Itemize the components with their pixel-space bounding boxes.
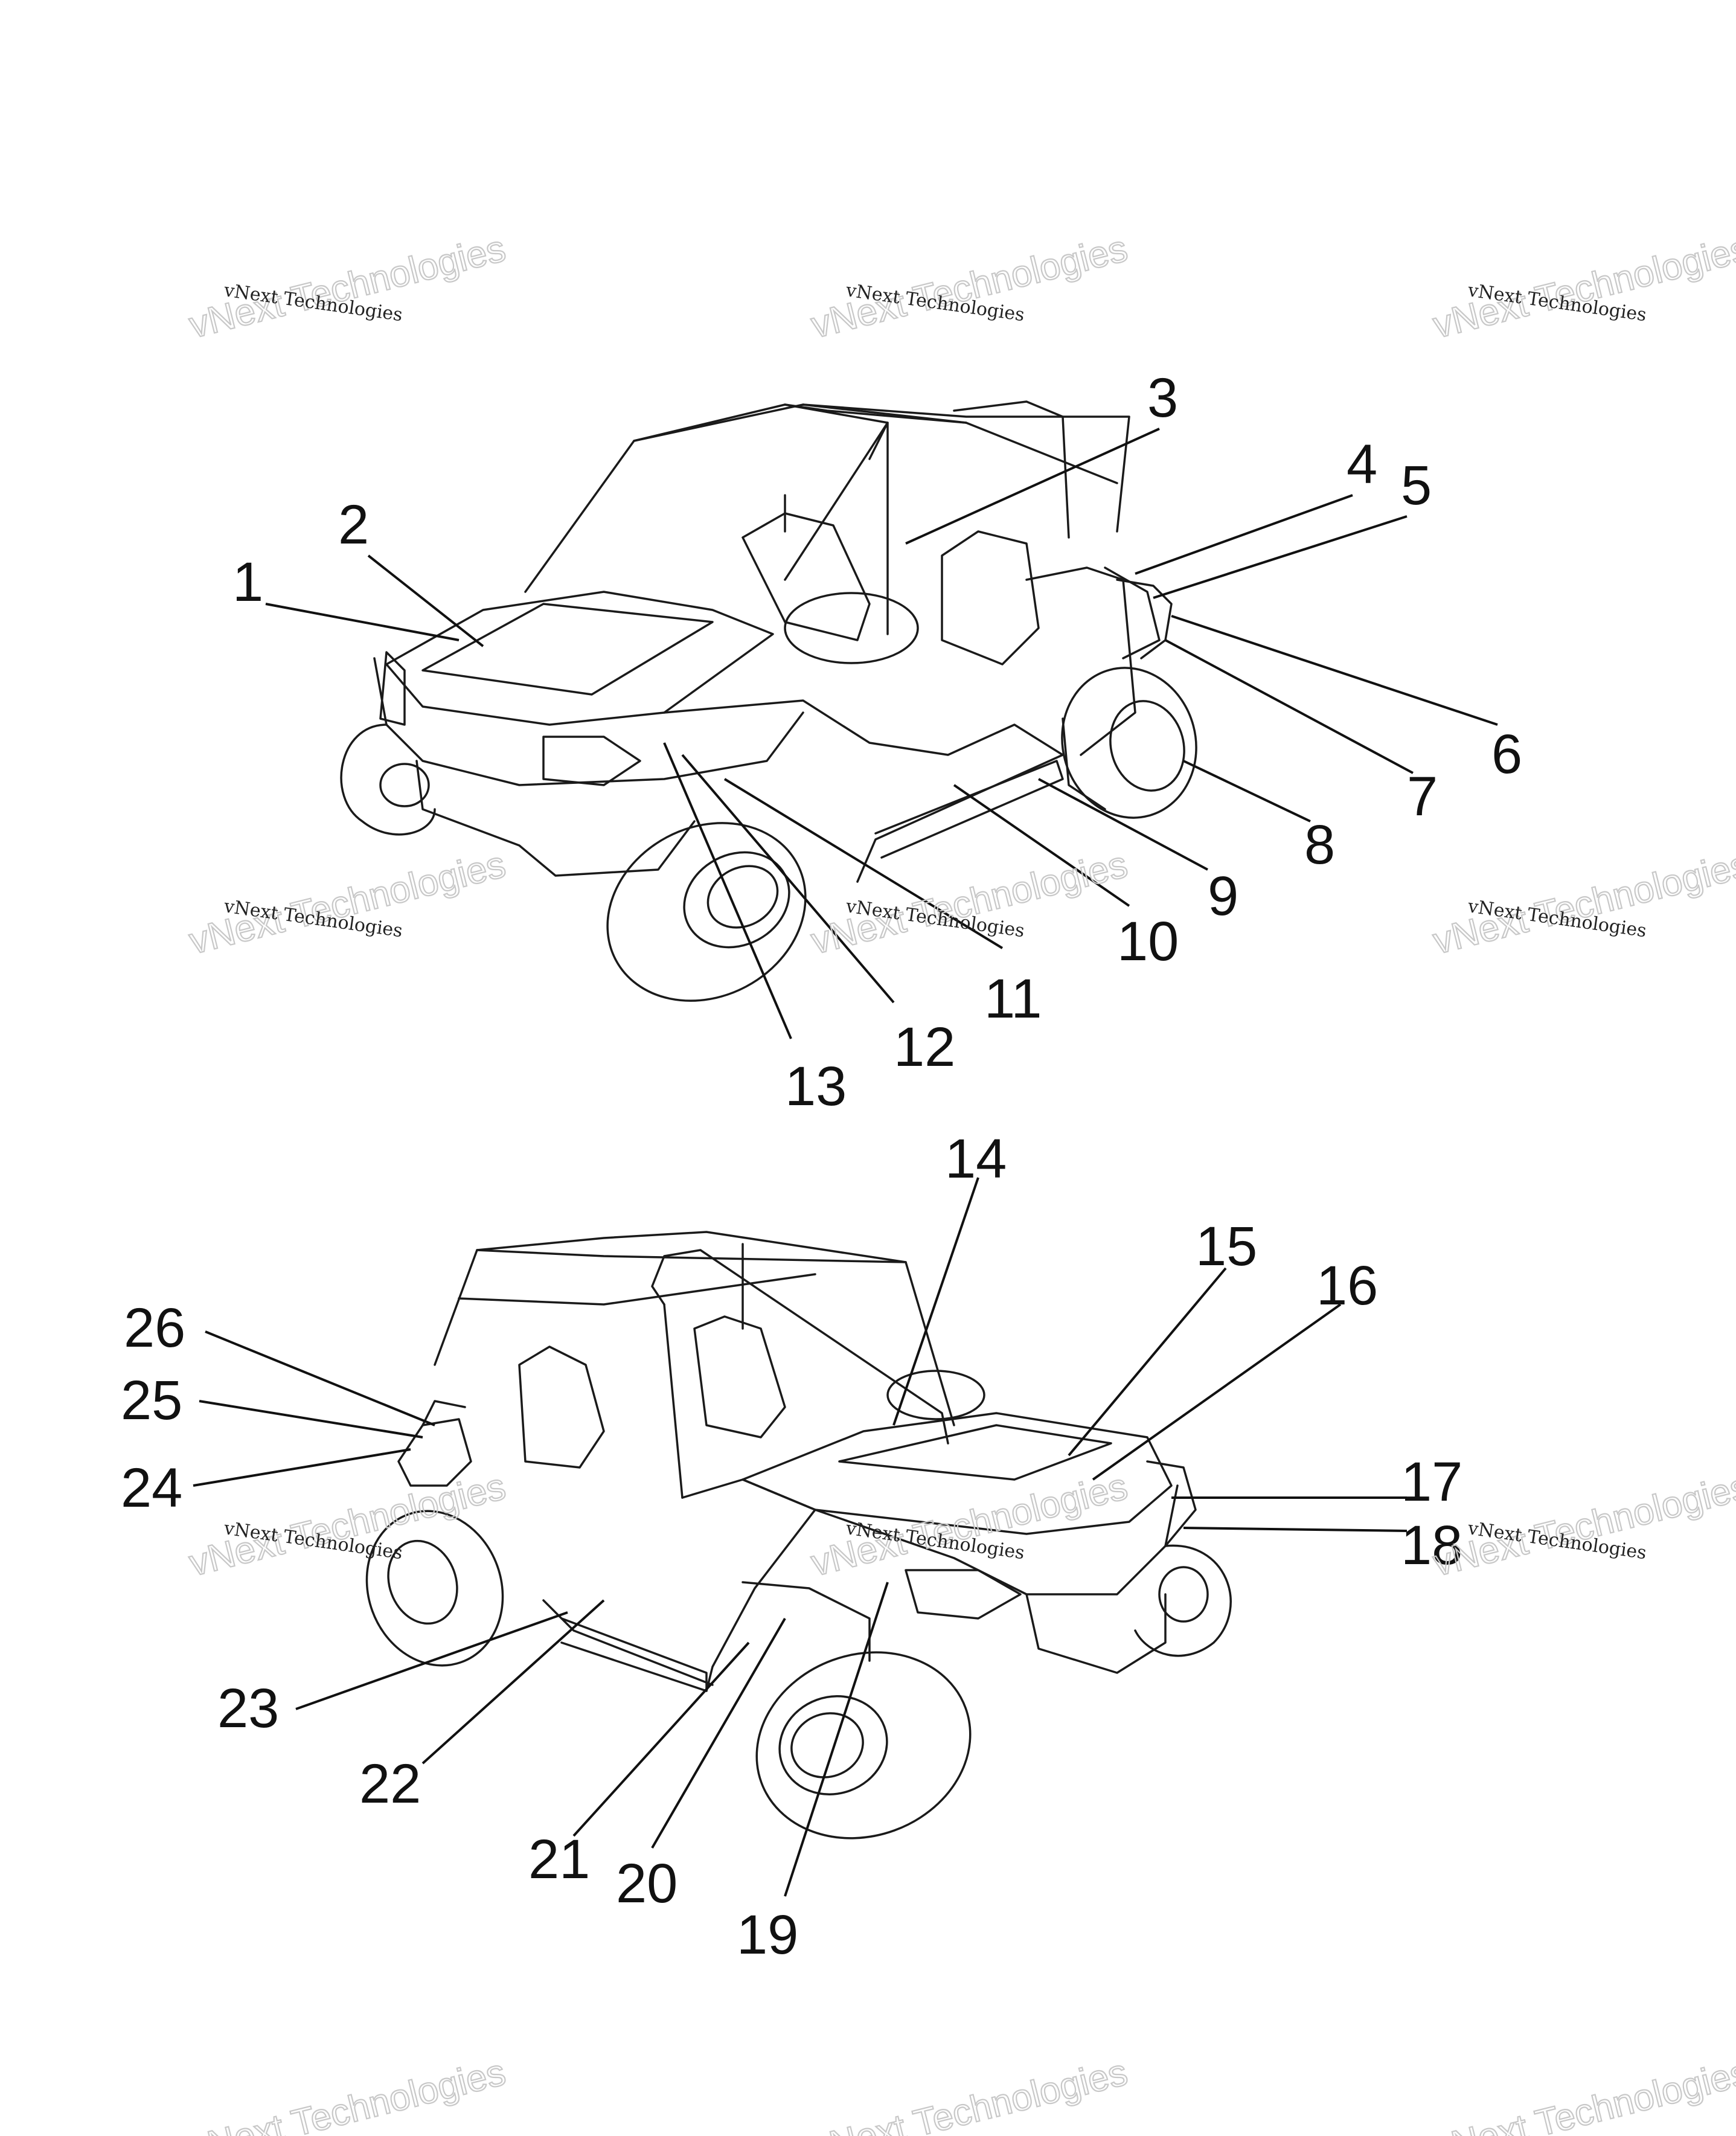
callout-18: 18	[1401, 1515, 1462, 1576]
callout-19: 19	[737, 1904, 798, 1966]
callout-15: 15	[1196, 1216, 1257, 1277]
callout-26: 26	[124, 1297, 185, 1359]
callout-23: 23	[217, 1678, 279, 1739]
callout-10: 10	[1117, 911, 1179, 972]
watermark: vNext Technologies vNext Technologies	[807, 843, 1132, 963]
callout-2: 2	[338, 494, 369, 556]
watermark: vNext Technologies	[1429, 2051, 1736, 2136]
watermark: vNext Technologies vNext Technologies	[1429, 227, 1736, 347]
callout-16: 16	[1316, 1255, 1378, 1317]
callout-20: 20	[616, 1853, 677, 1914]
callout-7: 7	[1407, 766, 1438, 827]
callout-4: 4	[1347, 434, 1377, 495]
top-leader-lines	[265, 428, 1498, 1039]
top-callout-labels: 1 2 3 4 5 6 7 8 9 10 11 12 13	[232, 367, 1522, 1117]
callout-1: 1	[232, 551, 263, 613]
vehicle-bottom-view	[365, 1231, 1232, 1839]
watermark: vNext Technologies	[185, 2051, 510, 2136]
bottom-callout-labels: 14 15 16 17 18 19 20 21 22 23 24 25 26	[121, 1128, 1462, 1966]
watermark: vNext Technologies vNext Technologies	[185, 1465, 510, 1585]
callout-11: 11	[984, 968, 1042, 1030]
watermark: vNext Technologies vNext Technologies	[1429, 843, 1736, 963]
vehicle-top-view	[340, 400, 1197, 1002]
callout-3: 3	[1147, 367, 1178, 429]
callout-14: 14	[945, 1128, 1007, 1190]
callout-13: 13	[785, 1056, 847, 1117]
callout-24: 24	[121, 1457, 182, 1519]
watermark-outline-text: vNext Technologies	[1429, 2051, 1736, 2136]
watermark-outline-text: vNext Technologies	[807, 2051, 1132, 2136]
callout-8: 8	[1304, 814, 1335, 876]
watermark: vNext Technologies vNext Technologies	[185, 227, 510, 347]
callout-12: 12	[894, 1016, 955, 1078]
watermark: vNext Technologies	[807, 2051, 1132, 2136]
watermark: vNext Technologies vNext Technologies	[185, 843, 510, 963]
callout-22: 22	[359, 1753, 421, 1815]
watermark-outline-text: vNext Technologies	[185, 2051, 510, 2136]
watermark: vNext Technologies vNext Technologies	[1429, 1465, 1736, 1585]
callout-6: 6	[1491, 723, 1522, 785]
callout-9: 9	[1208, 865, 1238, 927]
callout-17: 17	[1401, 1451, 1462, 1513]
callout-5: 5	[1401, 455, 1432, 516]
bottom-leader-lines	[193, 1177, 1408, 1897]
callout-21: 21	[528, 1829, 590, 1890]
watermark: vNext Technologies vNext Technologies	[807, 227, 1132, 347]
callout-25: 25	[121, 1370, 182, 1431]
